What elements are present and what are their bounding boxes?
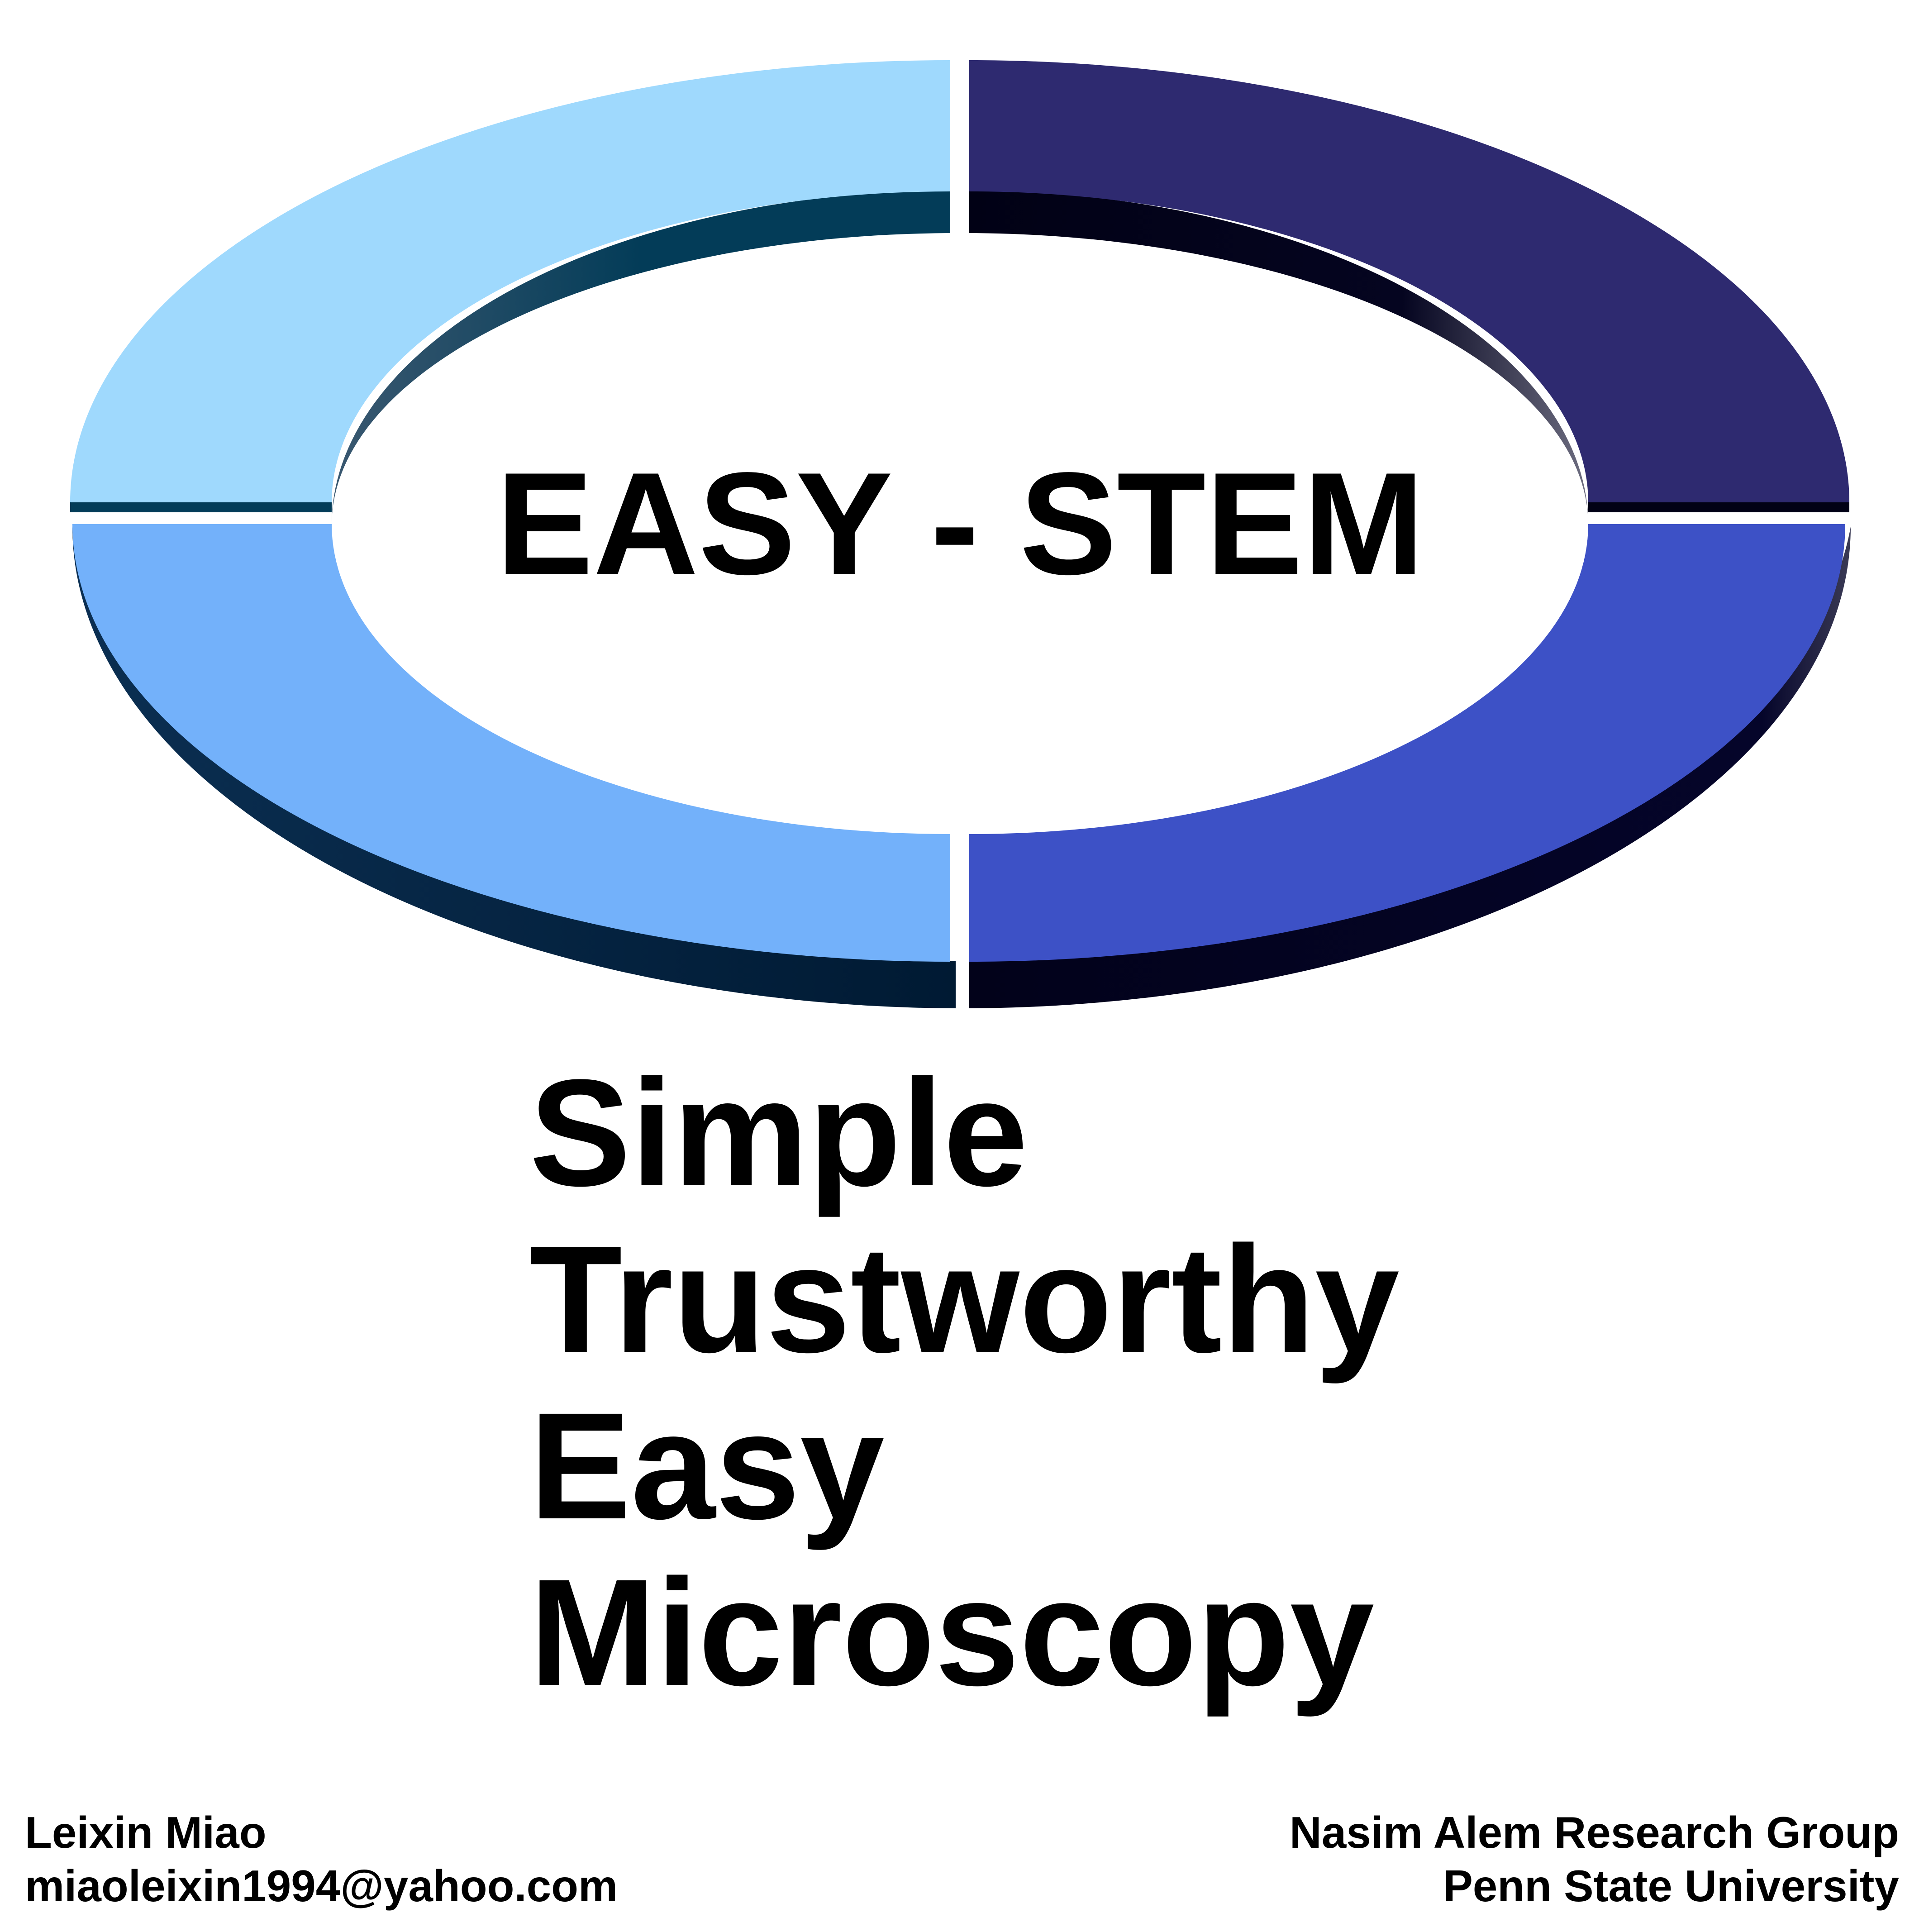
author-email: miaoleixin1994@yahoo.com <box>25 1861 618 1911</box>
ring-inner-wall-left <box>332 190 950 525</box>
affiliation-block: Nasim Alem Research Group Penn State Uni… <box>1039 1806 1899 1913</box>
ring-inner-wall-right <box>969 190 1588 525</box>
acronym-word-microscopy: Microscopy <box>529 1548 1375 1717</box>
author-block: Leixin Miao miaoleixin1994@yahoo.com <box>25 1806 839 1913</box>
ring-segment-bottom-left <box>72 524 950 962</box>
ring-side-right <box>969 527 1851 1008</box>
acronym-word-easy: Easy <box>529 1381 885 1551</box>
ring-segment-top-left <box>70 60 950 502</box>
ring-segment-top-right <box>969 60 1849 502</box>
ring-side-left <box>72 527 956 1008</box>
acronym-list: Simple Trustworthy Easy Microscopy <box>529 1050 1706 1716</box>
author-name: Leixin Miao <box>25 1808 267 1857</box>
ring-split-left-edge <box>70 502 332 512</box>
acronym-word-trustworthy: Trustworthy <box>529 1215 1400 1384</box>
ring-split-right-edge <box>1588 502 1849 512</box>
acronym-word-simple: Simple <box>529 1048 1028 1218</box>
easy-stem-ring-logo: EASY - STEM <box>70 60 1851 1008</box>
research-group: Nasim Alem Research Group <box>1289 1808 1899 1857</box>
ring-segment-bottom-right <box>969 524 1845 962</box>
university-name: Penn State University <box>1443 1861 1899 1911</box>
logo-title: EASY - STEM <box>496 443 1424 605</box>
